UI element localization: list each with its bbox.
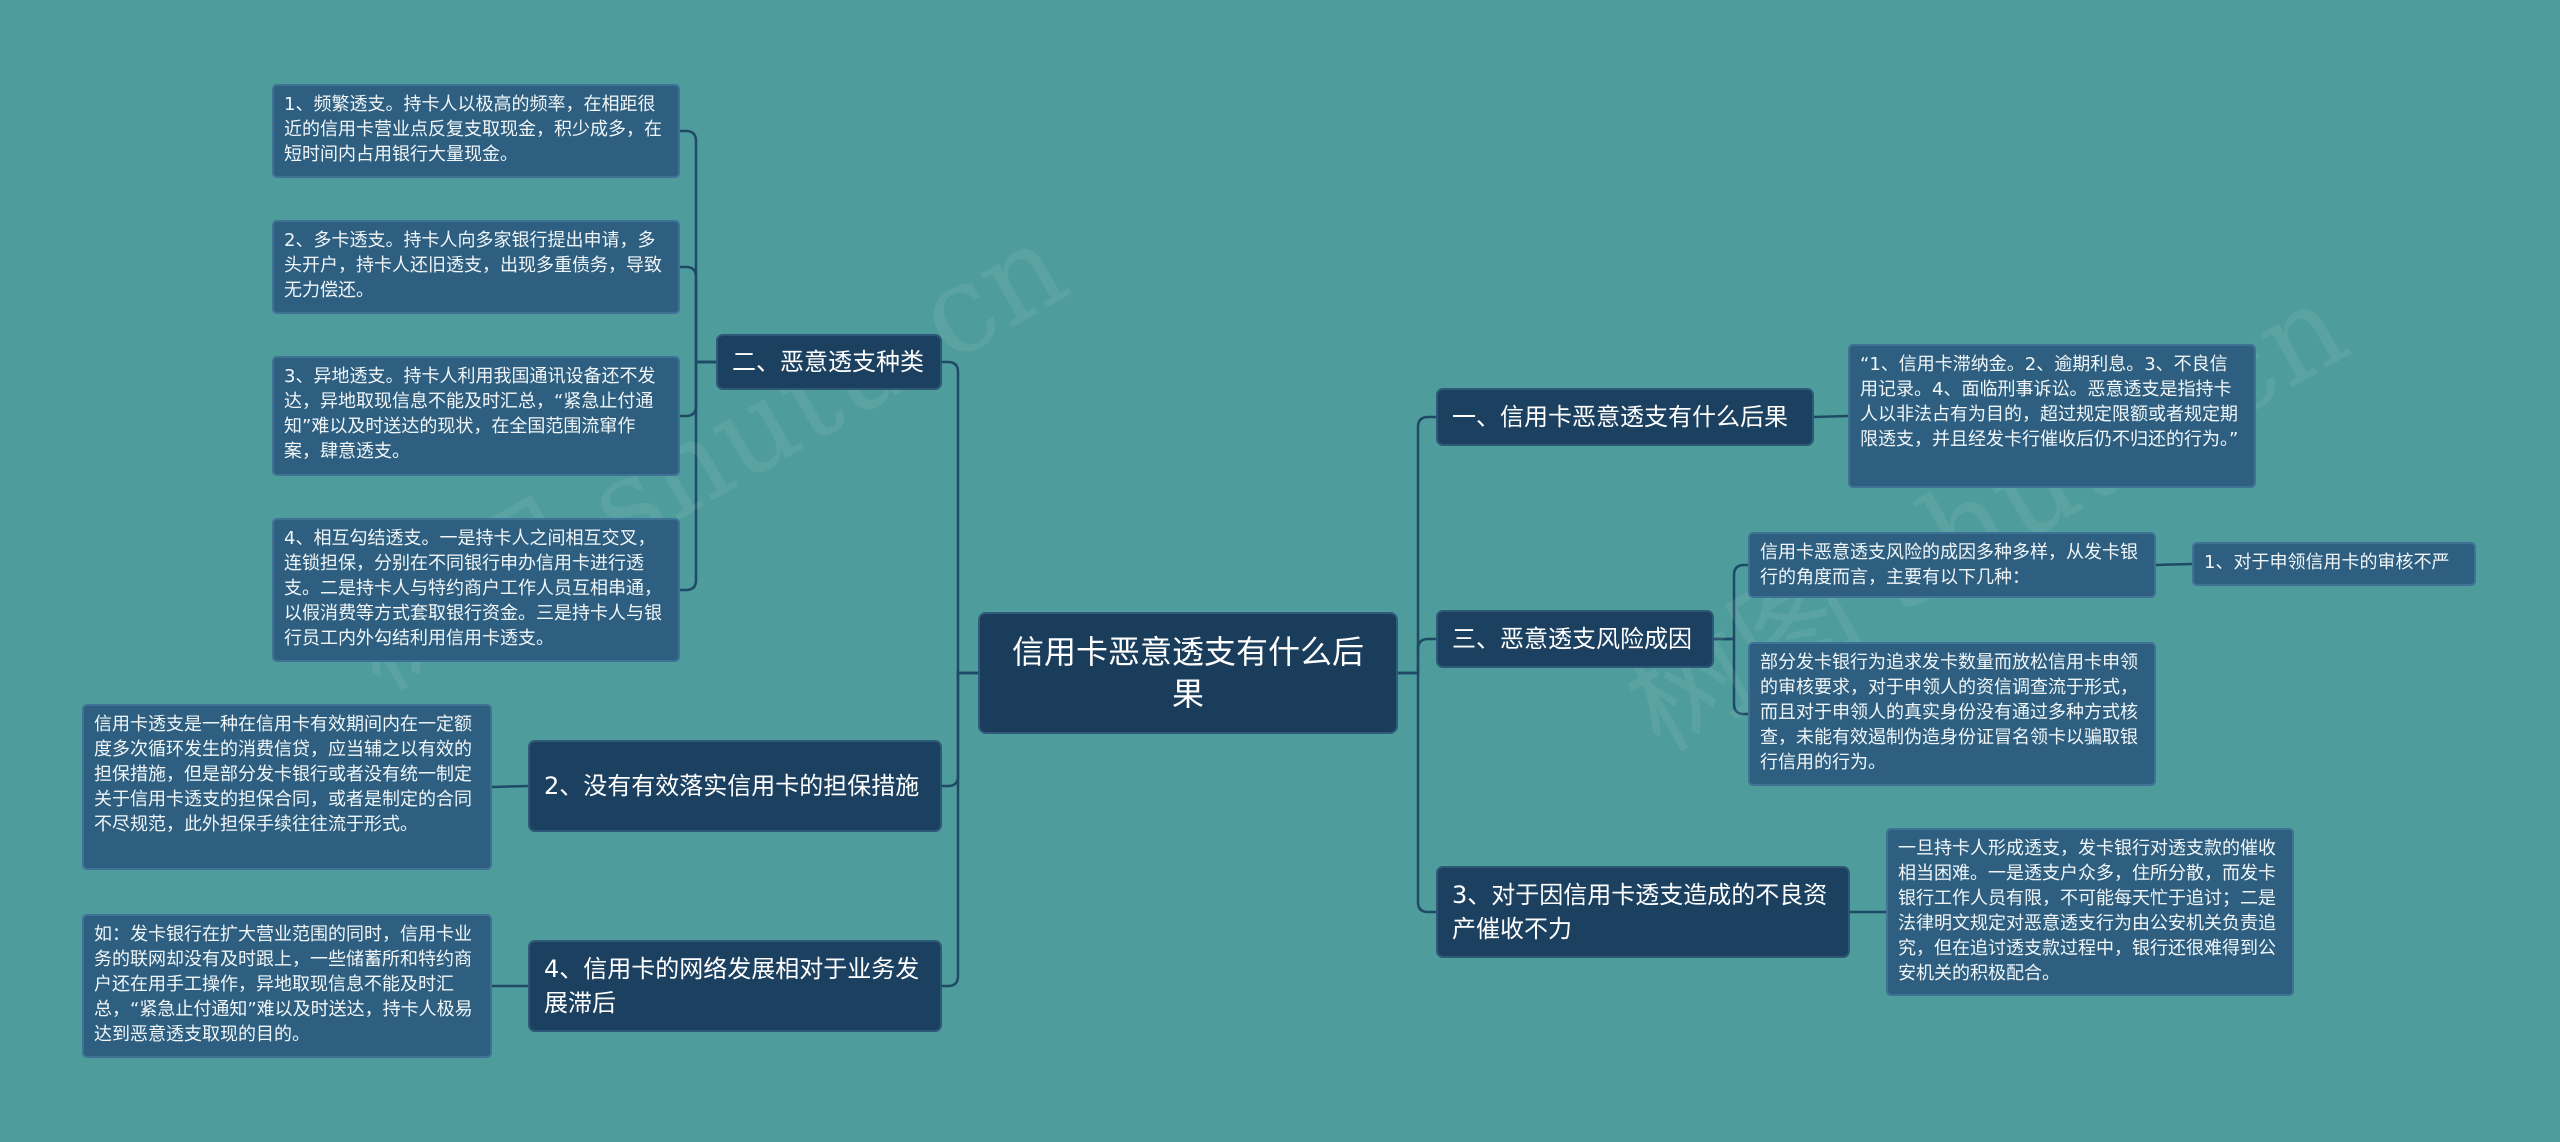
link-types-2	[680, 360, 716, 418]
leaf-multi-card-overdraft: 2、多卡透支。持卡人向多家银行提出申请，多头开户，持卡人还旧透支，出现多重债务，…	[272, 220, 680, 314]
leaf-frequent-overdraft: 1、频繁透支。持卡人以极高的频率，在相距很近的信用卡营业点反复支取现金，积少成多…	[272, 84, 680, 178]
link-root-left-0	[942, 360, 978, 675]
topic-collection-failure[interactable]: 3、对于因信用卡透支造成的不良资产催收不力	[1436, 866, 1850, 958]
link-consequences-0	[1813, 414, 1849, 419]
leaf-consequences-detail: “1、信用卡滞纳金。2、逾期利息。3、不良信用记录。4、面临刑事诉讼。恶意透支是…	[1848, 344, 2256, 488]
topic-network-lag[interactable]: 4、信用卡的网络发展相对于业务发展滞后	[528, 940, 942, 1032]
leaf-collusion-overdraft: 4、相互勾结透支。一是持卡人之间相互交叉，连锁担保，分别在不同银行申办信用卡进行…	[272, 518, 680, 662]
link-root-left-1	[942, 671, 978, 788]
link-types-3	[680, 360, 716, 592]
topic-overdraft-types[interactable]: 二、恶意透支种类	[716, 334, 942, 390]
link-root-right-0	[1398, 415, 1436, 675]
topic-risk-causes[interactable]: 三、恶意透支风险成因	[1436, 610, 1714, 668]
leaf-lax-review: 1、对于申领信用卡的审核不严	[2192, 542, 2476, 586]
leaf-guarantee-detail: 信用卡透支是一种在信用卡有效期间内在一定额度多次循环发生的消费信贷，应当辅之以有…	[82, 704, 492, 870]
root-topic[interactable]: 信用卡恶意透支有什么后果	[978, 612, 1398, 734]
leaf-remote-overdraft: 3、异地透支。持卡人利用我国通讯设备还不发达，异地取现信息不能及时汇总，“紧急止…	[272, 356, 680, 476]
link-types-1	[680, 265, 716, 364]
link-risk-0	[1714, 563, 1748, 641]
topic-guarantee-measures[interactable]: 2、没有有效落实信用卡的担保措施	[528, 740, 942, 832]
link-root-right-2	[1398, 671, 1436, 914]
link-guarantee-0	[491, 784, 529, 789]
leaf-network-detail: 如：发卡银行在扩大营业范围的同时，信用卡业务的联网却没有及时跟上，一些储蓄所和特…	[82, 914, 492, 1058]
leaf-risk-intro: 信用卡恶意透支风险的成因多种多样，从发卡银行的角度而言，主要有以下几种：	[1748, 532, 2156, 598]
leaf-risk-detail: 部分发卡银行为追求发卡数量而放松信用卡申领的审核要求，对于申领人的资信调查流于形…	[1748, 642, 2156, 786]
link-root-left-2	[942, 671, 978, 988]
link-root-right-1	[1398, 637, 1436, 675]
link-types-0	[680, 129, 716, 364]
leaf-collection-detail: 一旦持卡人形成透支，发卡银行对透支款的催收相当困难。一是透支户众多，住所分散，而…	[1886, 828, 2294, 996]
link-risk-intro-0	[2155, 562, 2193, 567]
link-risk-1	[1714, 637, 1748, 716]
topic-consequences[interactable]: 一、信用卡恶意透支有什么后果	[1436, 388, 1814, 446]
